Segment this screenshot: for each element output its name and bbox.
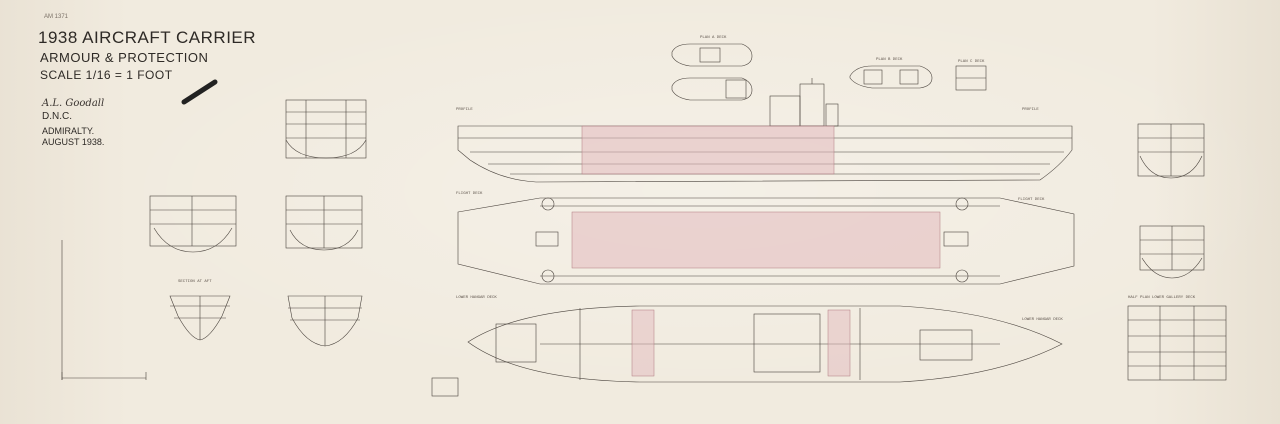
- office: ADMIRALTY.: [42, 126, 95, 136]
- plan-b-deck: [849, 65, 933, 89]
- plan-mid-deck: [671, 77, 753, 101]
- half-plan-lower-gallery: [1127, 305, 1227, 381]
- signatory: D.N.C.: [42, 111, 72, 122]
- flight-deck-plan: [457, 197, 1075, 285]
- cross-section-1: [285, 99, 367, 159]
- sheet-scale: SCALE 1/16 = 1 FOOT: [40, 68, 173, 82]
- label-lower-hangar-right: LOWER HANGAR DECK: [1022, 318, 1063, 322]
- cross-section-3: [149, 195, 237, 253]
- signature: A.L. Goodall: [42, 98, 105, 109]
- hangar-lift-well: [753, 313, 821, 373]
- cross-section-right-1: [1137, 123, 1205, 179]
- label-plan-b-deck: PLAN B DECK: [876, 58, 903, 62]
- cross-section-5: [287, 295, 363, 347]
- label-half-plan-lower-gallery: HALF PLAN LOWER GALLERY DECK: [1128, 296, 1196, 300]
- profile-armour-belt: [581, 125, 835, 175]
- cross-section-2: [285, 195, 363, 251]
- plan-c-deck: [955, 65, 987, 91]
- label-profile-fwd: PROFILE: [456, 108, 473, 112]
- lower-hangar-deck-plan: [467, 305, 1063, 383]
- label-plan-a-deck: PLAN A DECK: [700, 36, 727, 40]
- ink-roller-mark: [181, 79, 218, 105]
- scale-bar: [61, 240, 147, 380]
- sheet-reference: AM 1371: [44, 14, 69, 20]
- label-flight-deck-left: FLIGHT DECK: [456, 192, 483, 196]
- label-section-aft: SECTION AT AFT: [178, 280, 212, 284]
- label-flight-deck-right: FLIGHT DECK: [1018, 198, 1045, 202]
- hangar-armour-aft: [827, 309, 851, 377]
- flight-deck-armour: [571, 211, 941, 269]
- label-plan-c-deck: PLAN C DECK: [958, 60, 985, 64]
- label-profile-aft: PROFILE: [1022, 108, 1039, 112]
- hangar-armour-fwd: [631, 309, 655, 377]
- label-lower-hangar-left: LOWER HANGAR DECK: [456, 296, 497, 300]
- cross-section-right-2: [1139, 225, 1205, 279]
- cross-section-4: [169, 295, 231, 341]
- sheet-date: AUGUST 1938.: [42, 137, 105, 147]
- sheet-subtitle: ARMOUR & PROTECTION: [40, 50, 209, 65]
- sheet-title: 1938 AIRCRAFT CARRIER: [38, 28, 257, 47]
- plan-a-deck: [671, 43, 753, 67]
- archive-stamp: [431, 377, 459, 397]
